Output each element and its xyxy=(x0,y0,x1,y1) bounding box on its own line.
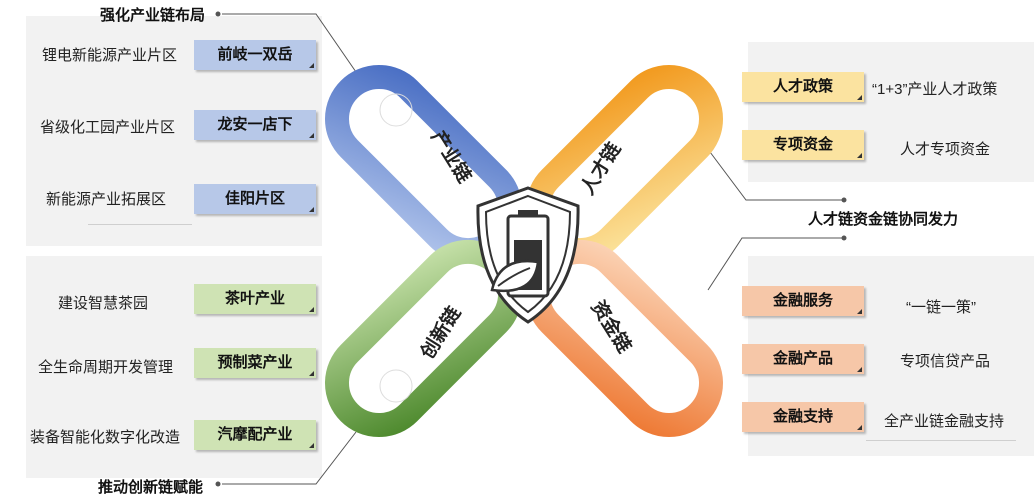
top-right-row-2-tag: 专项资金 xyxy=(742,130,864,160)
bottom-left-row-1-label: 建设智慧茶园 xyxy=(58,295,149,312)
heading-talent-capital-synergy: 人才链资金链协同发力 xyxy=(808,211,959,228)
decor-circle xyxy=(379,369,413,403)
connector-top-left xyxy=(222,13,357,73)
heading-industry-layout: 强化产业链布局 xyxy=(100,7,206,24)
bottom-left-row-3-tag: 汽摩配产业 xyxy=(194,420,316,450)
top-left-row-2-label: 省级化工园产业片区 xyxy=(40,119,176,136)
bottom-right-row-2-tag: 金融产品 xyxy=(742,344,864,374)
top-right-row-1-tag: 人才政策 xyxy=(742,72,864,102)
connector-dot xyxy=(215,11,221,17)
bottom-right-row-3-label: 全产业链金融支持 xyxy=(884,413,1005,430)
battery-shield-leaf-icon xyxy=(476,186,580,324)
top-right-row-2-label: 人才专项资金 xyxy=(900,141,991,158)
top-right-row-1-label: “1+3”产业人才政策 xyxy=(872,81,998,98)
bottom-right-row-2-label: 专项信贷产品 xyxy=(900,353,991,370)
heading-innovation-empower: 推动创新链赋能 xyxy=(98,479,204,496)
bottom-right-row-1-label: “一链一策” xyxy=(906,299,976,316)
chain-label-capital: 资金链 xyxy=(587,296,637,357)
bottom-right-row-1-tag: 金融服务 xyxy=(742,286,864,316)
connector-right-top xyxy=(709,151,842,201)
bottom-right-divider xyxy=(866,440,1016,441)
bottom-left-row-3-label: 装备智能化数字化改造 xyxy=(30,429,181,446)
bottom-left-row-1-tag: 茶叶产业 xyxy=(194,284,316,314)
top-left-divider xyxy=(88,224,192,225)
top-left-row-3-label: 新能源产业拓展区 xyxy=(46,191,167,208)
top-left-row-2-tag: 龙安一店下 xyxy=(194,110,316,140)
bottom-right-row-3-tag: 金融支持 xyxy=(742,402,864,432)
bottom-left-row-2-label: 全生命周期开发管理 xyxy=(38,359,174,376)
connector-dot xyxy=(841,235,847,241)
decor-circle xyxy=(379,93,413,127)
top-left-row-1-tag: 前岐一双岳 xyxy=(194,40,316,70)
connector-right-bottom xyxy=(707,237,842,291)
connector-dot xyxy=(215,481,221,487)
connector-bottom-left xyxy=(222,431,357,485)
top-left-row-1-label: 锂电新能源产业片区 xyxy=(42,47,178,64)
bottom-left-row-2-tag: 预制菜产业 xyxy=(194,348,316,378)
top-left-row-3-tag: 佳阳片区 xyxy=(194,184,316,214)
connector-dot xyxy=(841,197,847,203)
